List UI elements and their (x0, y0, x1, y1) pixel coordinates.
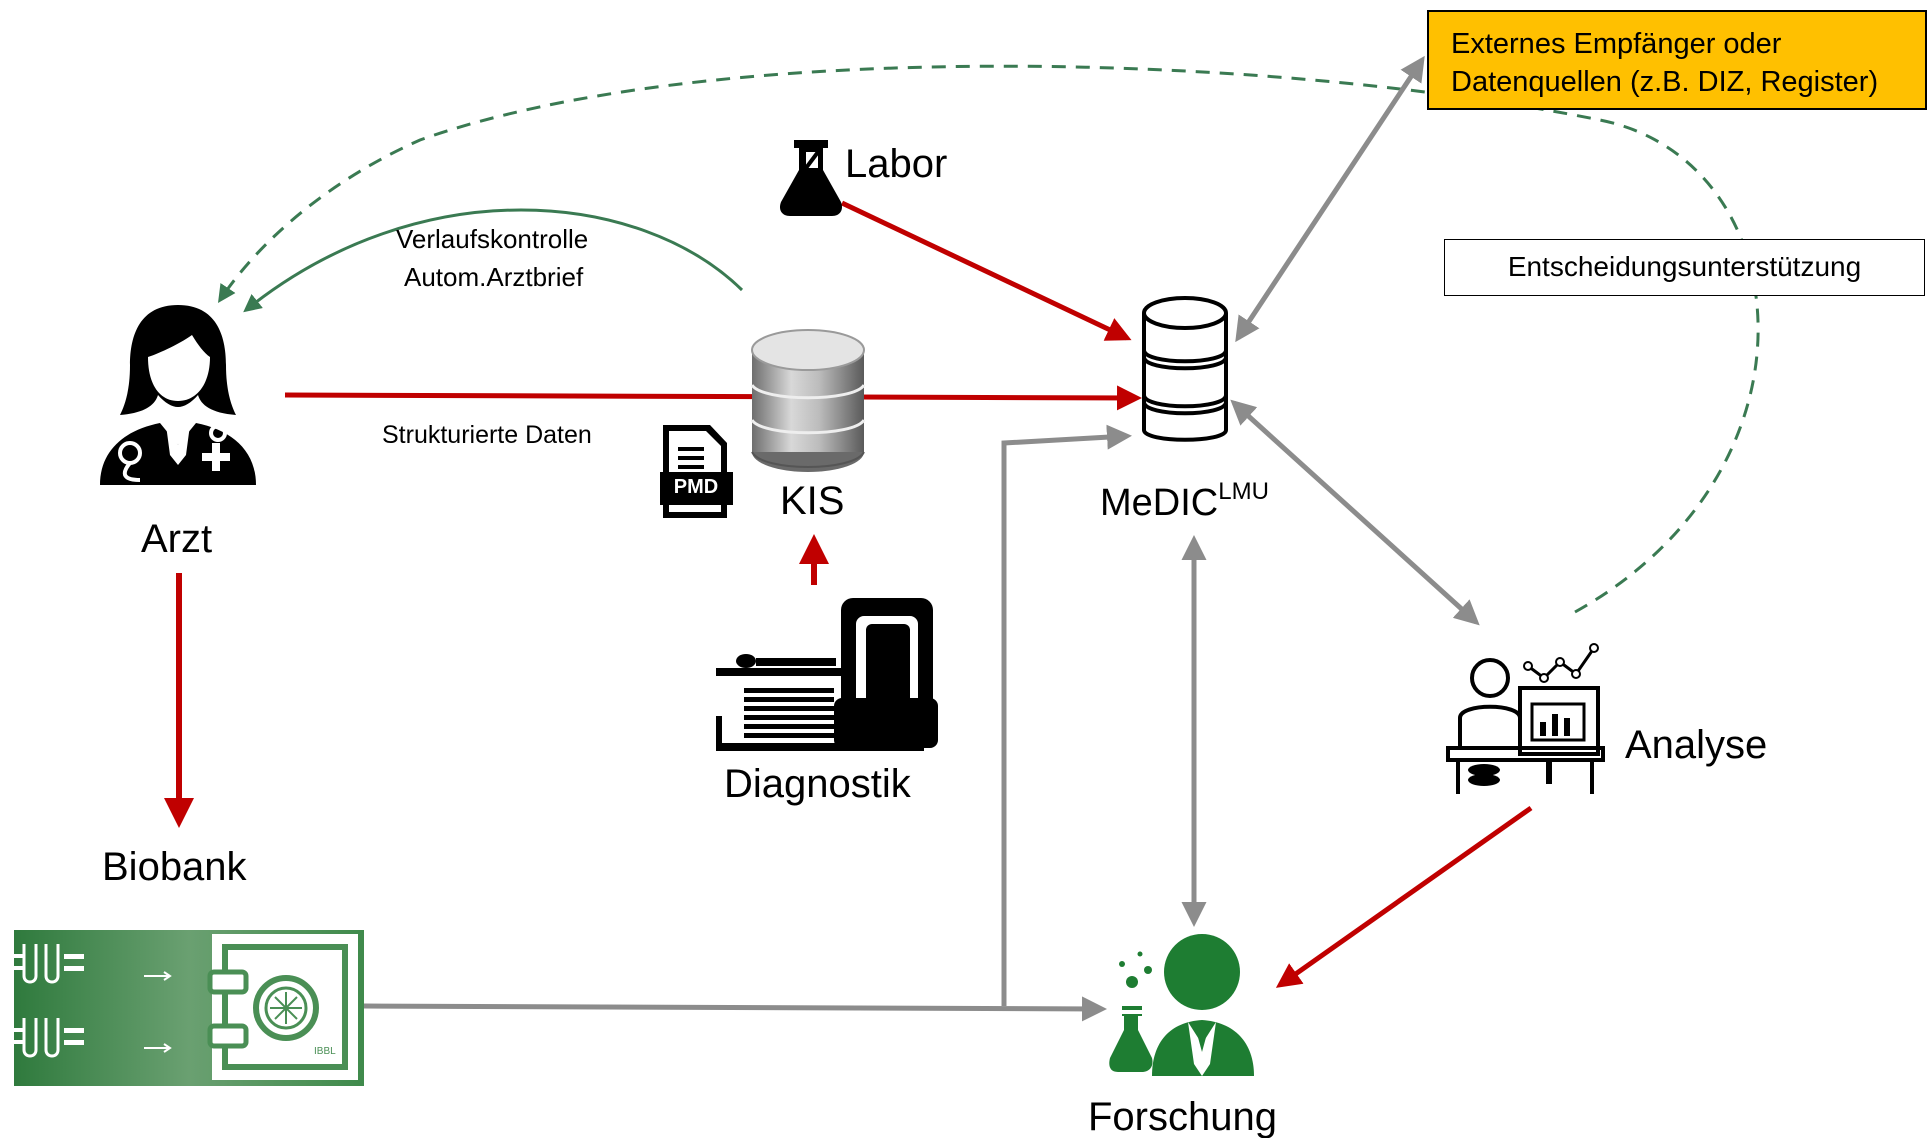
medic-db-icon (1142, 296, 1228, 442)
document-icon (660, 425, 733, 518)
biobank-image: IBBL (14, 930, 364, 1086)
strukturierte-daten-label: Strukturierte Daten (382, 421, 592, 449)
biobank-to-forschung-arrow (363, 996, 1107, 1022)
entscheidung-box: Entscheidungsunterstützung (1444, 239, 1925, 296)
analyse-to-forschung-arrow (1275, 805, 1533, 988)
analyse-label: Analyse (1625, 723, 1767, 767)
medic-extern-arrow (1235, 55, 1425, 343)
arzt-to-medic-arrow (284, 385, 1142, 411)
ibbl-logo: IBBL (314, 1046, 336, 1057)
researcher-icon (1109, 934, 1254, 1076)
verlauf-arrow (243, 208, 744, 313)
verlauf-label-1: Verlaufskontrolle (396, 224, 588, 254)
extern-line-1: Externes Empfänger oder (1451, 28, 1782, 60)
labor-to-medic-arrow (840, 200, 1132, 341)
extern-box: Externes Empfänger oder Datenquellen (z.… (1427, 10, 1927, 110)
kis-label: KIS (780, 479, 844, 523)
biobank-to-medic-arrow (1001, 424, 1132, 1006)
dashed-feedback-arrow (218, 64, 1760, 614)
medic-sup: LMU (1218, 478, 1269, 505)
medic-base: MeDIC (1100, 482, 1218, 524)
flask-icon (780, 140, 842, 216)
diagnostik-label: Diagnostik (724, 762, 912, 806)
arzt-label: Arzt (141, 517, 212, 561)
extern-line-2: Datenquellen (z.B. DIZ, Register) (1451, 66, 1879, 98)
pmd-label: PMD (674, 476, 718, 498)
mri-scanner-icon (716, 598, 938, 751)
doctor-icon (100, 305, 256, 485)
labor-label: Labor (845, 142, 947, 186)
medic-analyse-arrow (1230, 399, 1480, 626)
database-icon (750, 329, 866, 472)
verlauf-label-2: Autom.Arztbrief (404, 262, 584, 292)
medic-label: MeDICLMU (1100, 478, 1269, 524)
forschung-label: Forschung (1088, 1095, 1277, 1138)
analyst-icon (1446, 642, 1605, 797)
biobank-label: Biobank (102, 845, 248, 889)
